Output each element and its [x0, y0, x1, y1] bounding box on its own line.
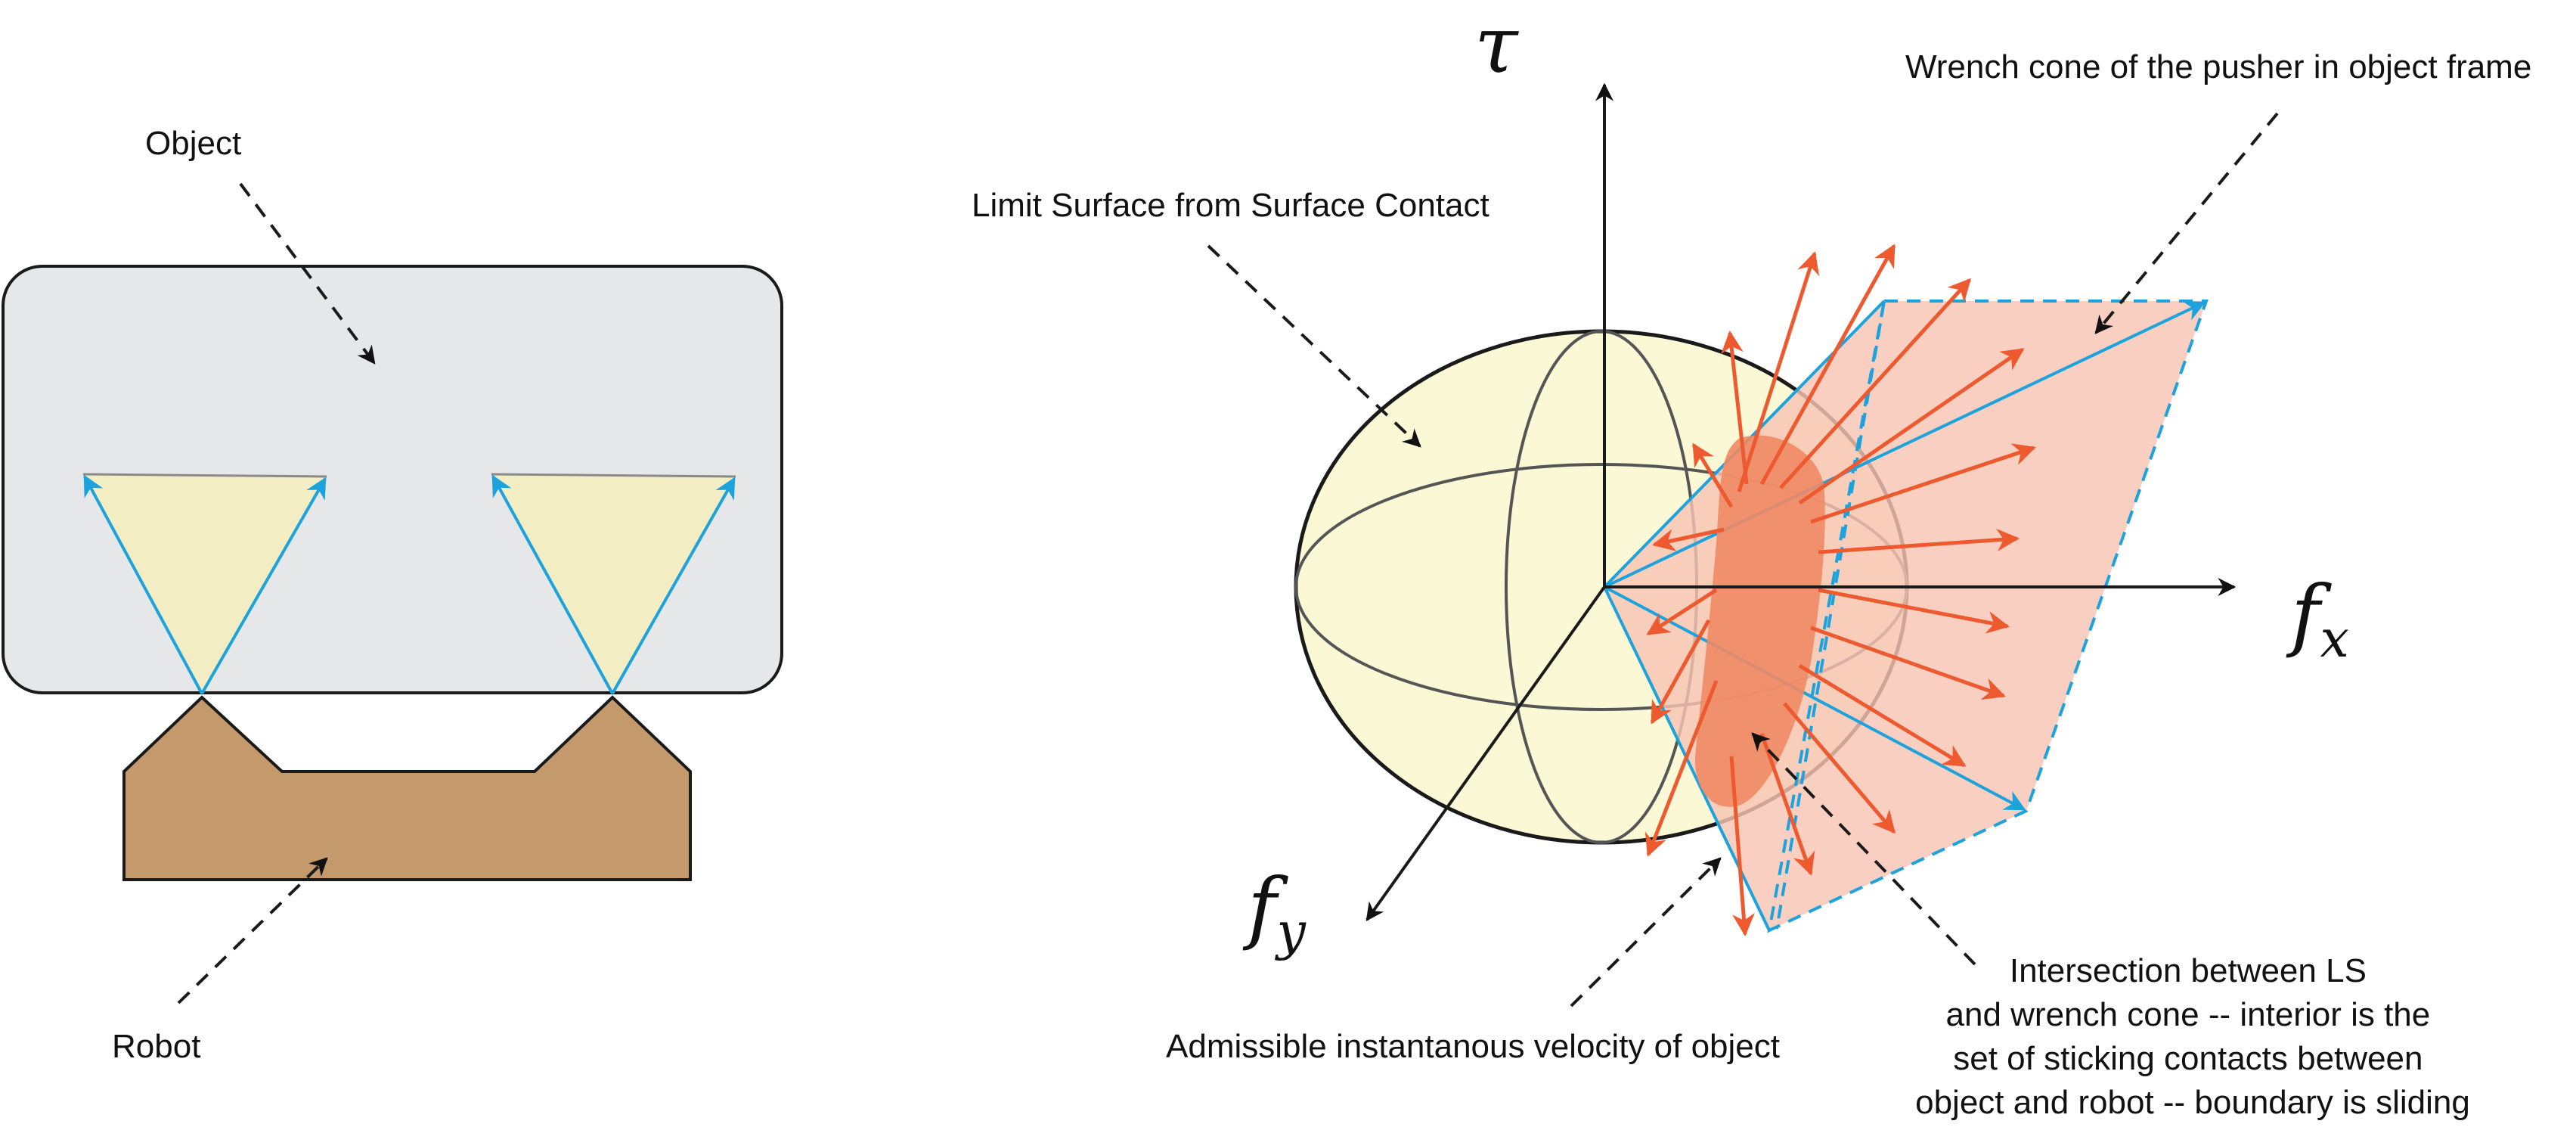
intersection-label-line-3: set of sticking contacts between	[1953, 1040, 2423, 1077]
fy-axis-label-subscript: y	[1275, 902, 1307, 962]
velocity-arrow	[1783, 702, 1896, 834]
velocity-arrow	[1798, 347, 2025, 505]
velocity-arrow	[1810, 626, 2006, 700]
velocity-arrow	[1646, 588, 1718, 636]
velocity-arrow	[1721, 331, 1749, 485]
object-label: Object	[145, 125, 241, 162]
velocity-arrow	[1691, 442, 1734, 508]
velocity-arrow	[1779, 278, 1972, 489]
admissible-velocity-leader-line	[1570, 857, 1722, 1007]
wrench-cone-label: Wrench cone of the pusher in object fram…	[1905, 48, 2531, 85]
wrench-cone-generator-upper	[1604, 301, 2206, 588]
admissible-velocity-label: Admissible instantanous velocity of obje…	[1166, 1028, 1780, 1065]
robot-body	[122, 695, 692, 881]
tau-axis-label: τ	[1474, 0, 1519, 91]
velocity-arrow	[1810, 443, 2036, 524]
friction-cone-right	[491, 473, 736, 694]
right-panel: τ fx fy Limit Surface from Surface Conta…	[972, 0, 2531, 1121]
wrench-cone-leader-line	[2094, 112, 2279, 334]
intersection-label-line-2: and wrench cone -- interior is the	[1946, 996, 2431, 1033]
velocity-arrow	[1759, 244, 1896, 486]
admissible-velocity-arrows	[1644, 244, 2036, 936]
velocity-arrow	[1737, 251, 1820, 492]
intersection-leader-line	[1751, 732, 1976, 966]
intersection-label-line-4: object and robot -- boundary is sliding	[1915, 1084, 2470, 1121]
robot-label: Robot	[112, 1028, 200, 1065]
fx-axis-label: fx	[2286, 568, 2349, 669]
limit-surface-leader-line	[1207, 244, 1421, 448]
velocity-arrow	[1644, 680, 1719, 857]
velocity-arrow	[1818, 588, 2010, 634]
limit-surface-label: Limit Surface from Surface Contact	[972, 187, 1489, 224]
friction-cone-left	[82, 473, 327, 694]
coordinate-axes	[1365, 82, 2237, 921]
velocity-arrow	[1650, 619, 1711, 725]
velocity-arrow	[1818, 528, 2020, 554]
fy-axis-label: fy	[1242, 861, 1307, 962]
velocity-arrow	[1759, 733, 1815, 876]
left-panel: Object Robot	[2, 125, 783, 1065]
intersection-label: Intersection between LS and wrench cone …	[1915, 952, 2470, 1121]
velocity-arrow	[1729, 756, 1755, 936]
wrench-cone-outline	[1767, 300, 2209, 933]
intersection-label-line-1: Intersection between LS	[2010, 952, 2367, 989]
fx-axis-label-subscript: x	[2320, 610, 2349, 669]
velocity-arrow	[1798, 663, 1967, 768]
object-leader-line	[239, 182, 376, 365]
wrench-cone-generator-lower	[1604, 585, 2026, 811]
robot-leader-line	[177, 857, 328, 1004]
fy-axis	[1365, 585, 1606, 921]
velocity-arrow	[1652, 527, 1725, 551]
